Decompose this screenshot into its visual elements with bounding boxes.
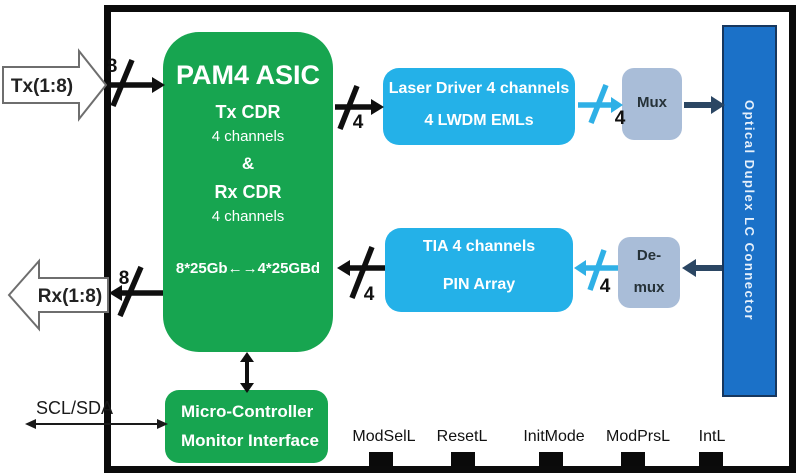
pin-label-resetl: ResetL bbox=[436, 428, 488, 445]
asic-title: PAM4 ASIC bbox=[175, 60, 321, 90]
pam4-asic-block: PAM4 ASIC Tx CDR 4 channels & Rx CDR 4 c… bbox=[163, 32, 333, 352]
tx-port-label: Tx(1:8) bbox=[11, 76, 73, 97]
pin-label-intl: IntL bbox=[698, 428, 726, 445]
optical-connector-block: Optical Duplex LC Connector bbox=[722, 25, 777, 397]
mux-label: Mux bbox=[637, 94, 667, 111]
laser-driver-block: Laser Driver 4 channels 4 LWDM EMLs bbox=[383, 68, 575, 145]
rx-port-arrow: Rx(1:8) bbox=[7, 258, 109, 332]
pin-label-modsell: ModSelL bbox=[352, 428, 416, 445]
pin-pad-modsell bbox=[369, 452, 393, 466]
pin-pad-modprsl bbox=[621, 452, 645, 466]
lwdm-emls-label: 4 LWDM EMLs bbox=[424, 112, 534, 129]
optical-connector-label: Optical Duplex LC Connector bbox=[742, 100, 757, 322]
pin-pad-resetl bbox=[451, 452, 475, 466]
mux-block: Mux bbox=[622, 68, 682, 140]
asic-rate-label: 8*25Gb←→4*25GBd bbox=[175, 260, 321, 277]
demux-label-line1: De- bbox=[636, 247, 662, 264]
asic-ampersand: & bbox=[241, 154, 255, 173]
pin-label-modprsl: ModPrsL bbox=[605, 428, 671, 445]
pin-label-initmode: InitMode bbox=[523, 428, 585, 445]
demux-block: De- mux bbox=[618, 237, 680, 308]
demux-label-line2: mux bbox=[633, 279, 665, 296]
pin-pad-initmode bbox=[539, 452, 563, 466]
mcu-label-line2: Monitor Interface bbox=[181, 431, 319, 450]
asic-tx-cdr-label: Tx CDR bbox=[215, 102, 281, 122]
mcu-label-line1: Micro-Controller bbox=[181, 402, 314, 421]
tia-block: TIA 4 channels PIN Array bbox=[385, 228, 573, 312]
laser-driver-label: Laser Driver 4 channels bbox=[388, 80, 570, 97]
asic-rx-channels-label: 4 channels bbox=[211, 208, 285, 225]
microcontroller-block: Micro-Controller Monitor Interface bbox=[165, 390, 328, 463]
scl-sda-label: SCL/SDA bbox=[36, 398, 114, 418]
module-boundary bbox=[104, 5, 796, 473]
rx-port-label: Rx(1:8) bbox=[38, 286, 102, 307]
tia-label: TIA 4 channels bbox=[422, 238, 536, 255]
pin-array-label: PIN Array bbox=[442, 276, 516, 293]
pin-pad-intl bbox=[699, 452, 723, 466]
asic-rx-cdr-label: Rx CDR bbox=[214, 182, 282, 202]
asic-tx-channels-label: 4 channels bbox=[211, 128, 285, 145]
tx-port-arrow: Tx(1:8) bbox=[2, 48, 108, 122]
